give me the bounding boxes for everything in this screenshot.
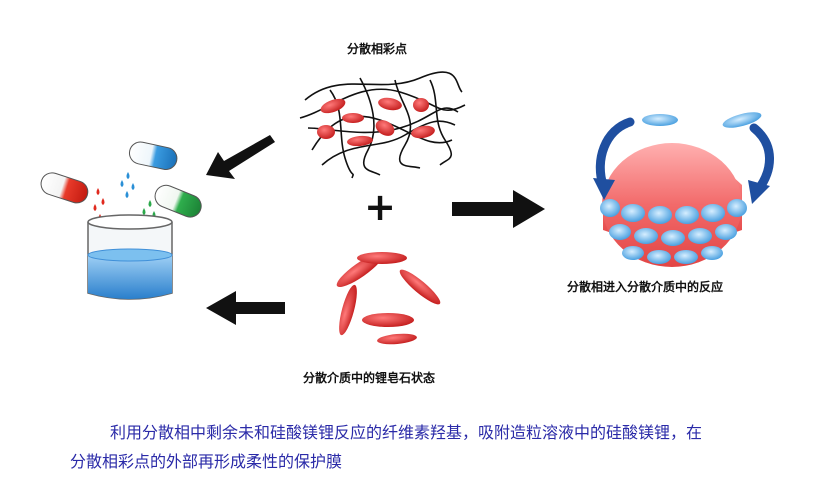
beaker bbox=[88, 215, 172, 299]
label-dispersed-phase-into-medium: 分散相进入分散介质中的反应 bbox=[567, 278, 723, 295]
label-medium-lithium-soapstone: 分散介质中的锂皂石状态 bbox=[303, 369, 435, 386]
arrow-top-left bbox=[206, 135, 275, 179]
blue-platelet-top-left bbox=[642, 114, 678, 126]
reaction-sphere bbox=[600, 109, 763, 267]
test-tube-blue bbox=[127, 140, 179, 171]
arrow-right bbox=[452, 190, 545, 228]
label-dispersed-phase-dots: 分散相彩点 bbox=[347, 40, 407, 57]
caption: 利用分散相中剩余未和硅酸镁锂反应的纤维素羟基，吸附造粒溶液中的硅酸镁锂，在 分散… bbox=[70, 418, 810, 476]
arrow-bottom-left bbox=[206, 291, 285, 325]
caption-line-2: 分散相彩点的外部再形成柔性的保护膜 bbox=[70, 447, 810, 476]
plus-sign: + bbox=[364, 185, 396, 229]
test-tube-green bbox=[152, 182, 205, 220]
caption-line-1: 利用分散相中剩余未和硅酸镁锂反应的纤维素羟基，吸附造粒溶液中的硅酸镁锂，在 bbox=[70, 418, 810, 447]
test-tube-red bbox=[38, 170, 90, 206]
curved-arrow-right bbox=[748, 128, 770, 204]
lithium-soapstone-particles bbox=[333, 248, 444, 346]
